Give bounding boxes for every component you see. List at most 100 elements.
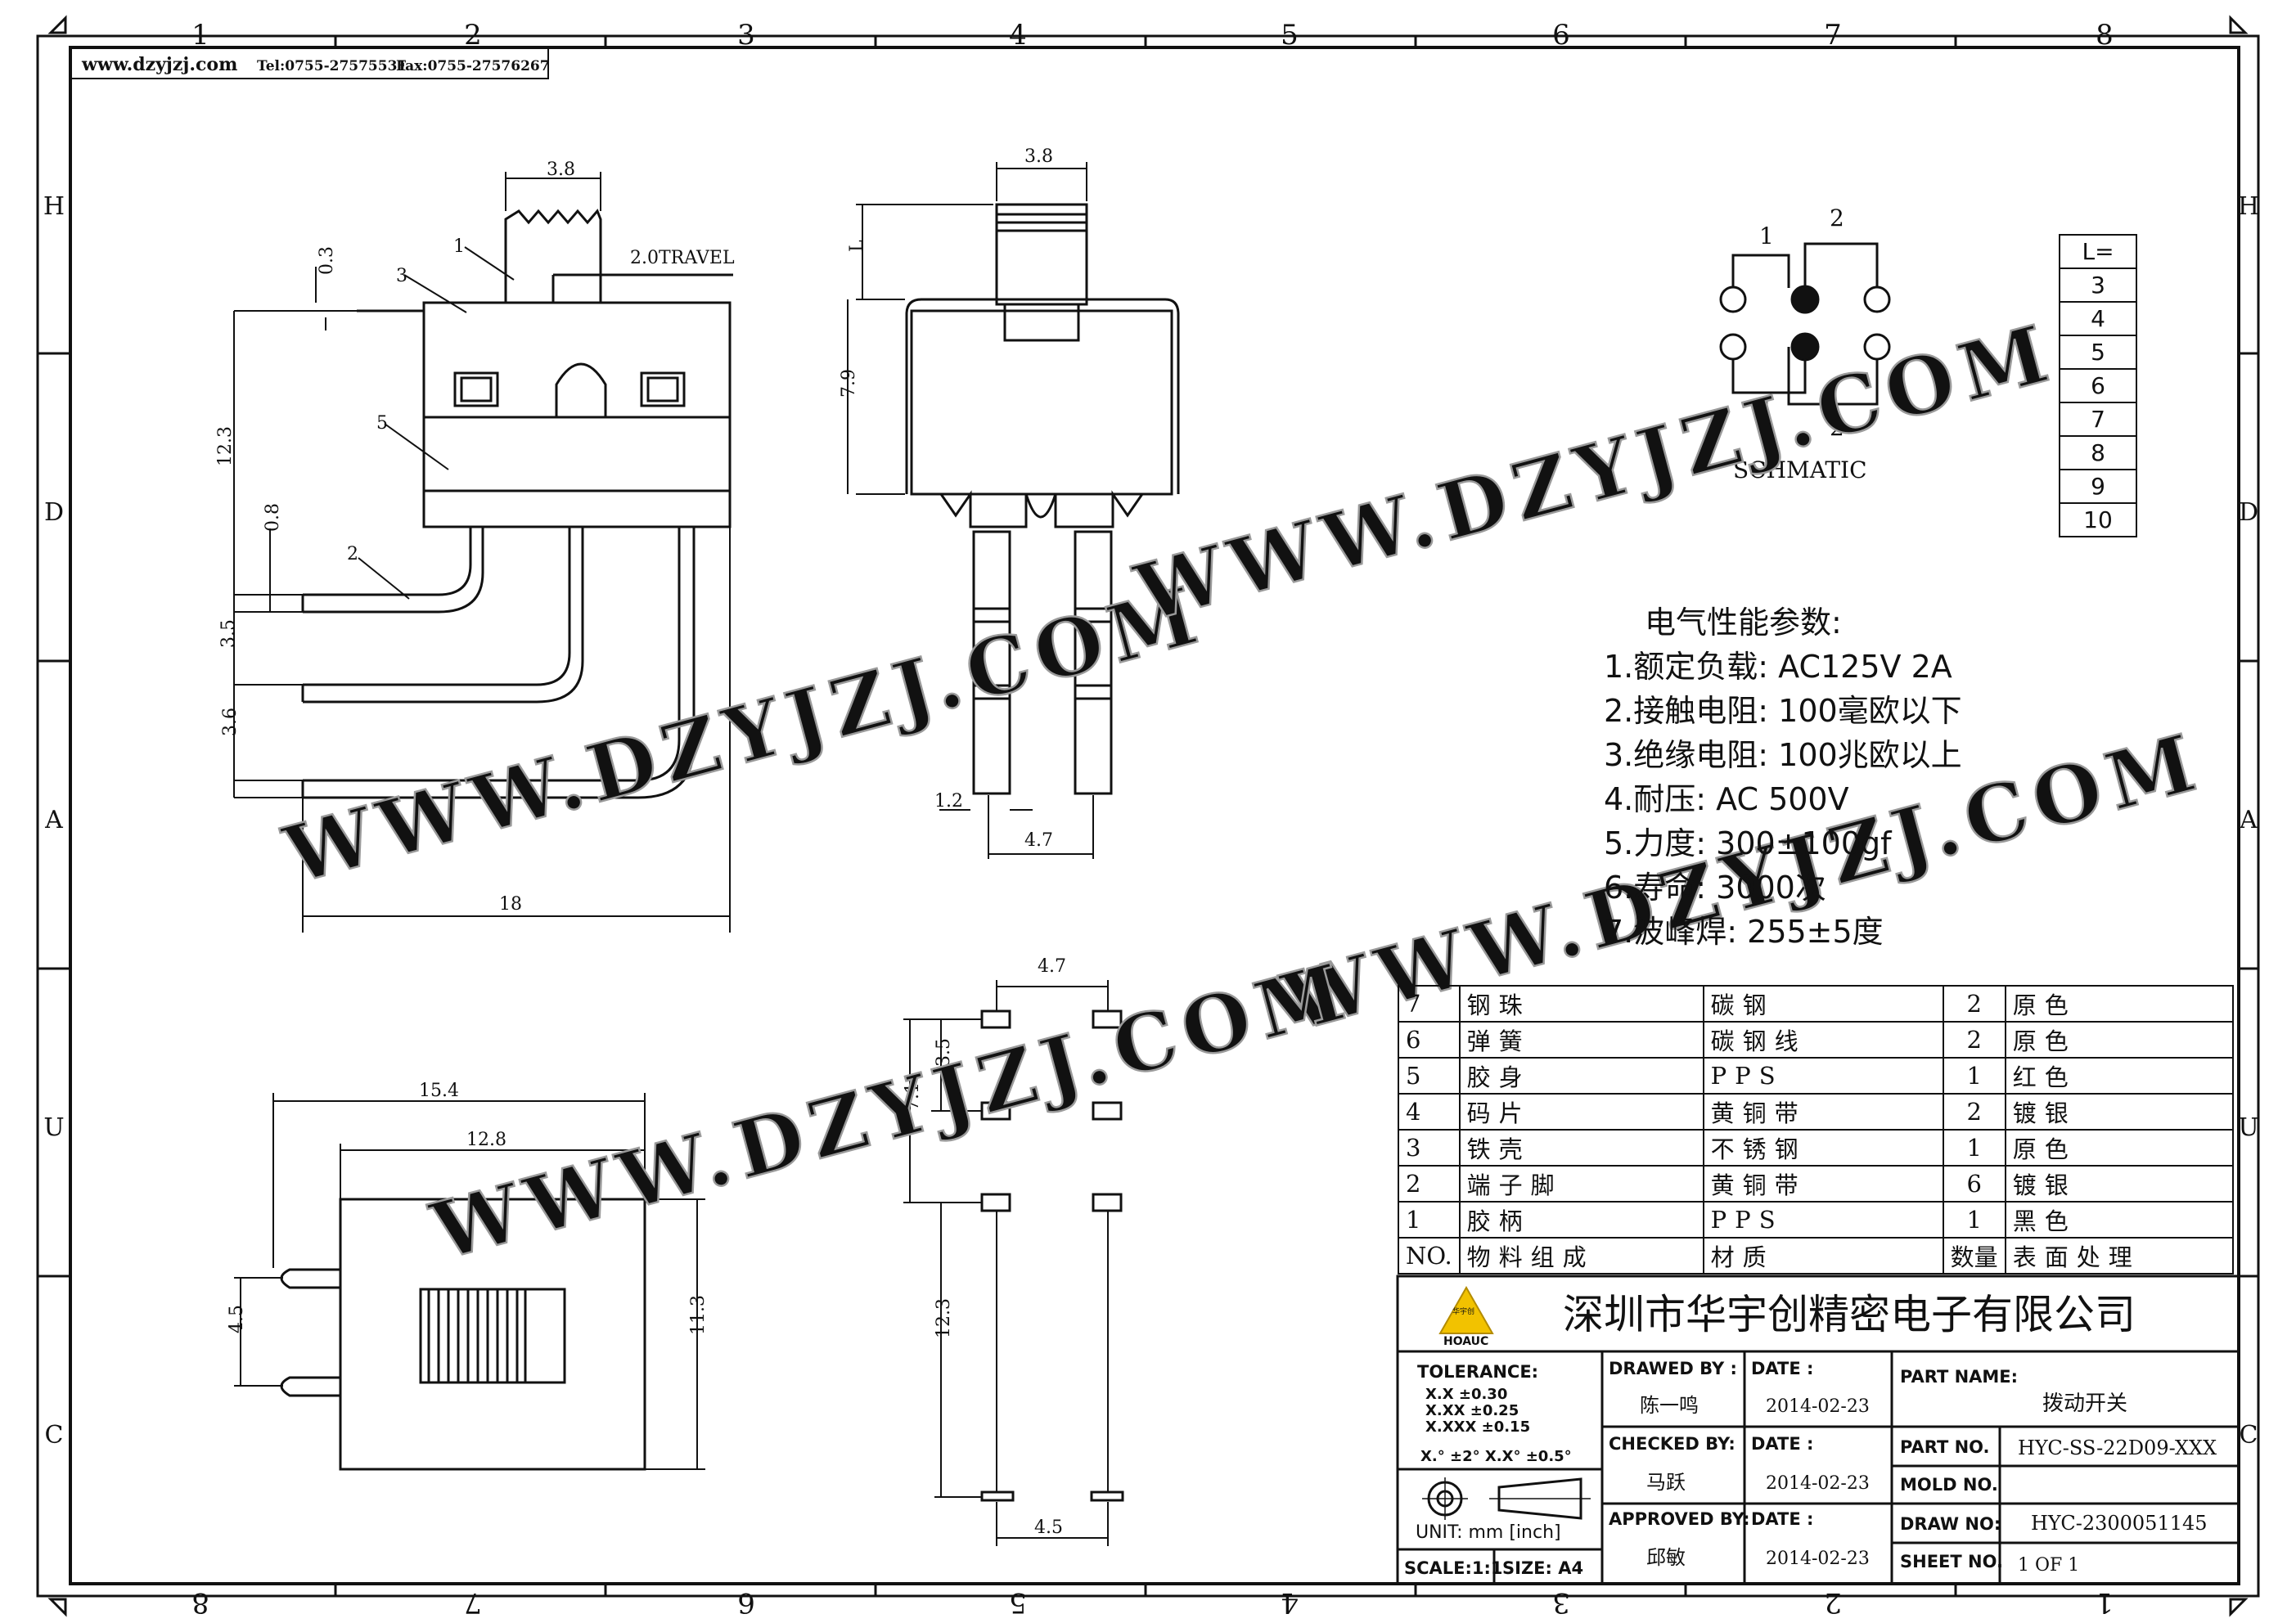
bom-header-name: 物料组成 bbox=[1458, 1237, 1704, 1275]
col-label: 4 bbox=[1281, 1586, 1299, 1619]
bom-name: 钢珠 bbox=[1458, 985, 1704, 1023]
callout-label: 5 bbox=[376, 413, 388, 434]
length-value: 10 bbox=[2059, 502, 2137, 537]
dim-label: 18 bbox=[499, 894, 522, 915]
sheet-no-label: SHEET NO. bbox=[1900, 1552, 2003, 1571]
dim-label: 4.7 bbox=[1038, 956, 1066, 977]
col-label: 6 bbox=[1552, 19, 1570, 52]
bom-material: PPS bbox=[1702, 1057, 1944, 1095]
pin-label: 2 bbox=[1830, 205, 1844, 232]
row-label: C bbox=[2240, 1421, 2258, 1450]
bom-no: 4 bbox=[1398, 1093, 1461, 1131]
watermark-text: WWW.DZYJZJ.COM bbox=[422, 944, 1362, 1279]
pin-label: 2 bbox=[1830, 414, 1844, 441]
bom-no: 3 bbox=[1398, 1129, 1461, 1167]
watermark-text: WWW.DZYJZJ.COM bbox=[1126, 306, 2065, 641]
column-labels-top: 1 2 3 4 5 6 7 8 bbox=[191, 19, 2114, 52]
col-label: 7 bbox=[1824, 19, 1842, 52]
bom-qty: 2 bbox=[1942, 985, 2006, 1023]
dim-label: 3.6 bbox=[220, 708, 241, 736]
bom-material: 不锈钢 bbox=[1702, 1129, 1944, 1167]
draw-no-label: DRAW NO: bbox=[1900, 1514, 2001, 1534]
frame-ticks bbox=[38, 36, 2258, 1596]
company-name: 深圳市华宇创精密电子有限公司 bbox=[1563, 1291, 2136, 1338]
bom-no: 7 bbox=[1398, 985, 1461, 1023]
tolerance-value: X.X ±0.30 bbox=[1425, 1386, 1507, 1403]
row-label: A bbox=[44, 806, 63, 834]
date-label: DATE : bbox=[1751, 1434, 1813, 1454]
bom-finish: 镀银 bbox=[2004, 1165, 2235, 1203]
bom-finish: 黑色 bbox=[2004, 1201, 2235, 1239]
length-table: L= 3 4 5 6 7 8 9 10 bbox=[2059, 234, 2137, 537]
bom-name: 端子脚 bbox=[1458, 1165, 1704, 1203]
col-label: 6 bbox=[737, 1586, 755, 1619]
dim-label: 7.1 bbox=[903, 1082, 923, 1111]
col-label: 3 bbox=[1552, 1586, 1570, 1619]
header-contact: www.dzyjzj.com Tel:0755-27575531 Fax:075… bbox=[70, 47, 550, 79]
bom-name: 胶身 bbox=[1458, 1057, 1704, 1095]
mold-no-label: MOLD NO. bbox=[1900, 1475, 1998, 1495]
bom-header-no: NO. bbox=[1398, 1237, 1461, 1275]
company-logo: 华宇创 HOAUC bbox=[1438, 1285, 1494, 1348]
spec-line: 1.额定负载: AC125V 2A bbox=[1604, 649, 1952, 685]
bom-no: 2 bbox=[1398, 1165, 1461, 1203]
bom-header-row: NO. 物料组成 材质 数量 表面处理 bbox=[1398, 1237, 2235, 1275]
approved-by-label: APPROVED BY: bbox=[1609, 1509, 1749, 1529]
bom-qty: 2 bbox=[1942, 1093, 2006, 1131]
row-label: D bbox=[2239, 498, 2258, 527]
bom-header-material: 材质 bbox=[1702, 1237, 1944, 1275]
bom-row: 4 码片 黄铜带 2 镀银 bbox=[1398, 1093, 2235, 1131]
bom-name: 弹簧 bbox=[1458, 1021, 1704, 1059]
dim-label: 3.5 bbox=[218, 619, 239, 648]
unit-label: UNIT: mm [inch] bbox=[1416, 1522, 1561, 1543]
spec-line: 2.接触电阻: 100毫欧以下 bbox=[1604, 693, 1962, 729]
part-no-value: HYC-SS-22D09-XXX bbox=[2018, 1436, 2217, 1459]
col-label: 1 bbox=[191, 19, 209, 52]
bom-qty: 1 bbox=[1942, 1201, 2006, 1239]
dim-label: 0.3 bbox=[317, 246, 337, 275]
schematic bbox=[1719, 242, 1891, 406]
spec-line: 7.波峰焊: 255±5度 bbox=[1604, 914, 1884, 950]
bom-name: 码片 bbox=[1458, 1093, 1704, 1131]
tel-text: Tel:0755-27575531 bbox=[257, 58, 407, 74]
bom-no: 5 bbox=[1398, 1057, 1461, 1095]
part-name-label: PART NAME: bbox=[1900, 1367, 2018, 1387]
tolerance-label: TOLERANCE: bbox=[1417, 1362, 1538, 1382]
dim-label: 0.8 bbox=[263, 503, 283, 532]
row-label: H bbox=[43, 192, 65, 221]
watermark-text: WWW.DZYJZJ.COM bbox=[275, 568, 1214, 902]
spec-line: 5.力度: 300±100gf bbox=[1604, 825, 1892, 861]
dim-label: 3.5 bbox=[934, 1038, 954, 1067]
side-view bbox=[301, 209, 733, 799]
part-no-label: PART NO. bbox=[1900, 1437, 1990, 1457]
dim-label: 12.3 bbox=[934, 1298, 954, 1338]
fax-text: Fax:0755-27576267 bbox=[396, 58, 550, 74]
row-labels-left: H D A U C bbox=[43, 192, 65, 1450]
bom-row: 7 钢珠 碳钢 2 原色 bbox=[1398, 985, 2235, 1023]
dim-label: 11.3 bbox=[688, 1295, 709, 1335]
checked-by-label: CHECKED BY: bbox=[1609, 1434, 1736, 1454]
bom-row: 5 胶身 PPS 1 红色 bbox=[1398, 1057, 2235, 1095]
bom-qty: 2 bbox=[1942, 1021, 2006, 1059]
row-label: H bbox=[2238, 192, 2259, 221]
col-label: 2 bbox=[1824, 1586, 1842, 1619]
callout-label: 1 bbox=[453, 236, 465, 257]
corner-arrows bbox=[47, 15, 2249, 1617]
top-view-labels: 15.4 12.8 4.5 11.3 bbox=[227, 1081, 709, 1335]
bom-row: 2 端子脚 黄铜带 6 镀银 bbox=[1398, 1165, 2235, 1203]
dim-label: 2.0TRAVEL bbox=[630, 248, 735, 268]
bom-no: 6 bbox=[1398, 1021, 1461, 1059]
size-label: SIZE: A4 bbox=[1502, 1558, 1583, 1578]
bom-row: 3 铁壳 不锈钢 1 原色 bbox=[1398, 1129, 2235, 1167]
pin-label: 1 bbox=[1759, 223, 1774, 250]
side-view-labels: 3.8 2.0TRAVEL 0.3 12.3 0.8 3.5 3.6 18 1 … bbox=[215, 160, 735, 915]
column-labels-bottom: 8 7 6 5 4 3 2 1 bbox=[191, 1586, 2114, 1619]
callout-label: 2 bbox=[347, 544, 358, 564]
date-value: 2014-02-23 bbox=[1766, 1473, 1870, 1494]
length-value: 9 bbox=[2059, 469, 2137, 504]
schematic-label: SCHMATIC bbox=[1733, 456, 1867, 483]
callout-label: 3 bbox=[396, 266, 407, 286]
dim-label: 4.7 bbox=[1024, 830, 1053, 851]
bom-no: 1 bbox=[1398, 1201, 1461, 1239]
col-label: 3 bbox=[737, 19, 755, 52]
